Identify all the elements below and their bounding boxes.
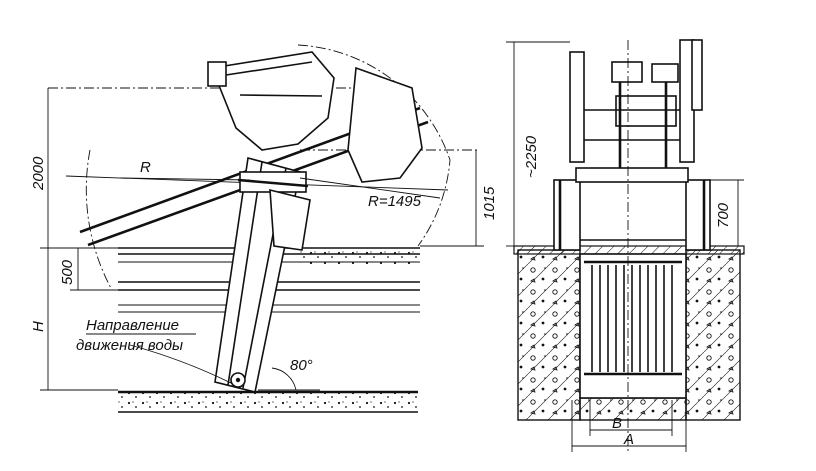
dimension-500: 500 (59, 248, 118, 291)
side-guides (553, 167, 711, 251)
dimension-A: A (571, 400, 687, 452)
dimension-700: 700 (710, 179, 744, 246)
dim-H-label: H (30, 321, 47, 332)
dim-R1495-label: R=1495 (368, 193, 422, 210)
front-view: ~2250 700 B A (506, 39, 745, 452)
upper-mechanism (569, 39, 703, 168)
drive-housing (207, 51, 423, 183)
radius-R-line (119, 177, 251, 181)
dim-1015-label: 1015 (481, 186, 498, 220)
dim-500-label: 500 (59, 259, 76, 285)
dim-2000-label: 2000 (30, 156, 47, 191)
dim-700-label: 700 (715, 202, 732, 228)
dimension-1015: 1015 (420, 150, 498, 247)
angle-arc (271, 367, 297, 391)
bottom-pivot (230, 372, 246, 388)
inner-arc (85, 149, 113, 291)
left-concrete-wall (517, 249, 581, 421)
water-direction-text-2: движения воды (76, 337, 183, 354)
water-direction-text-1: Направление (86, 317, 179, 334)
dimension-H: H (30, 248, 118, 391)
water-direction-leader (129, 344, 236, 386)
angle-80-label: 80° (290, 357, 313, 374)
inclined-frame (214, 156, 311, 393)
dimension-B: B (589, 400, 673, 436)
screen-bars (579, 253, 687, 399)
dimension-2000: 2000 (30, 88, 118, 249)
right-concrete-wall (685, 249, 741, 421)
dim-A-label: A (623, 431, 634, 448)
channel-floor (118, 250, 420, 413)
dimension-2250: ~2250 (506, 41, 570, 247)
radius-1495-line (299, 177, 441, 199)
bottom-concrete (579, 397, 687, 421)
dim-R-label: R (140, 159, 151, 176)
side-view: 2000 500 H R R=1495 1015 80° Направле (30, 44, 498, 413)
dim-B-label: B (612, 415, 622, 432)
dim-2250-label: ~2250 (523, 135, 540, 178)
